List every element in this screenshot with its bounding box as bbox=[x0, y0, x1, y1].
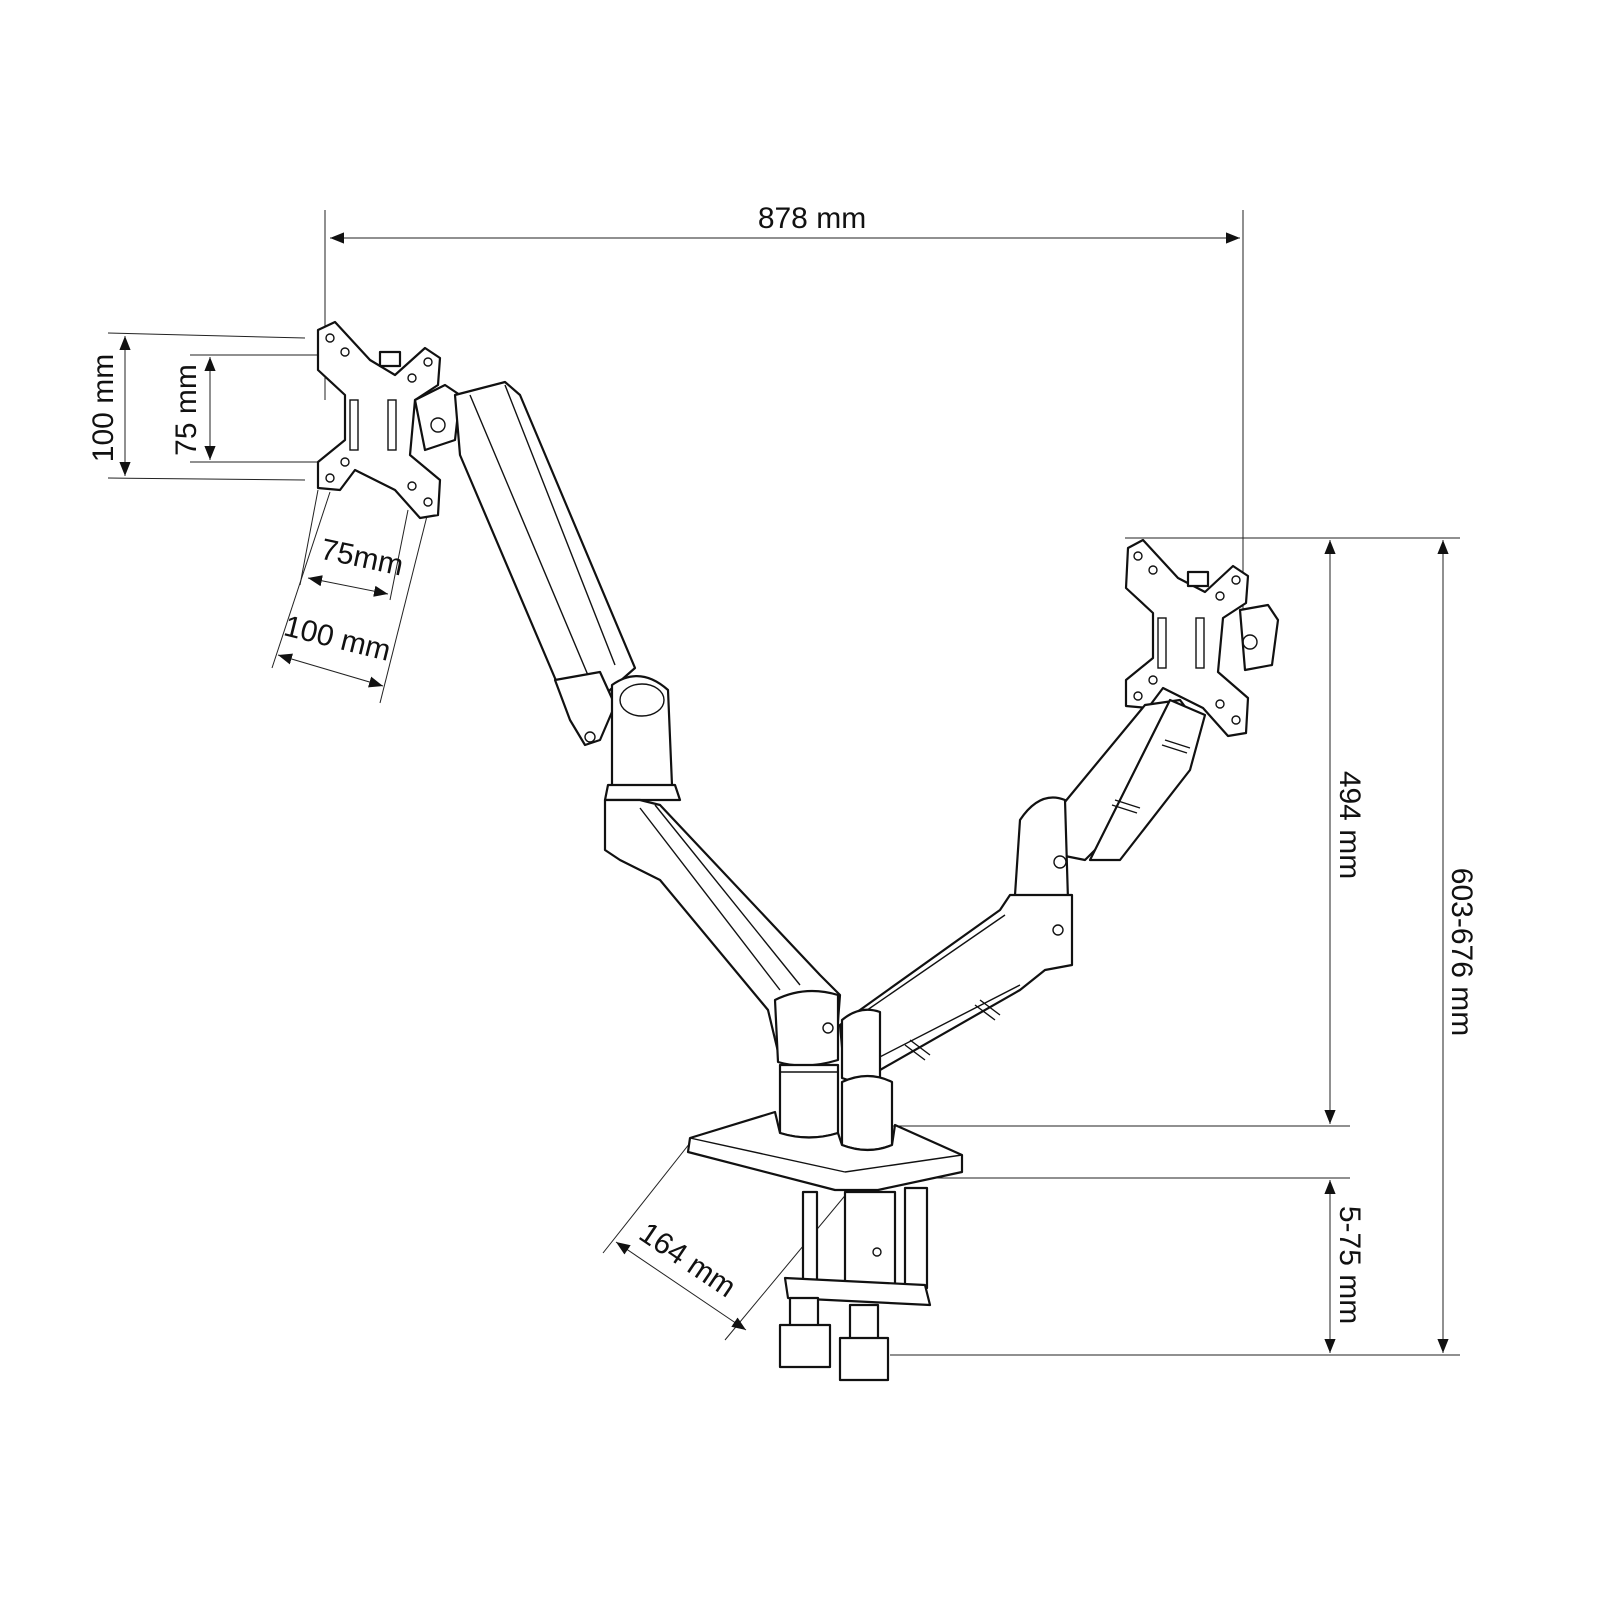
dim-vesa-height-inner: 75 mm bbox=[170, 364, 203, 456]
dim-vesa-width-outer: 100 mm bbox=[281, 610, 394, 668]
dim-total-height: 603-676 mm bbox=[1445, 868, 1478, 1036]
dim-vesa-width-inner: 75mm bbox=[318, 533, 406, 583]
dim-total-width: 878 mm bbox=[758, 202, 866, 235]
right-upper-arm bbox=[1013, 698, 1207, 906]
dim-base-depth: 164 mm bbox=[633, 1216, 741, 1304]
desk-clamp bbox=[778, 1186, 932, 1382]
dim-clamp-range: 5-75 mm bbox=[1333, 1206, 1366, 1324]
right-vesa-plate bbox=[1124, 538, 1280, 738]
dimension-lines bbox=[107, 210, 1460, 1356]
left-elbow-joint bbox=[603, 675, 682, 802]
left-upper-arm bbox=[453, 380, 637, 747]
dim-plate-height: 494 mm bbox=[1333, 771, 1366, 879]
dim-vesa-height-outer: 100 mm bbox=[87, 354, 120, 462]
left-vesa-plate bbox=[316, 320, 462, 520]
left-lower-arm bbox=[603, 798, 842, 1067]
clamp-base-plate bbox=[686, 1110, 964, 1192]
right-lower-arm bbox=[838, 893, 1074, 1084]
